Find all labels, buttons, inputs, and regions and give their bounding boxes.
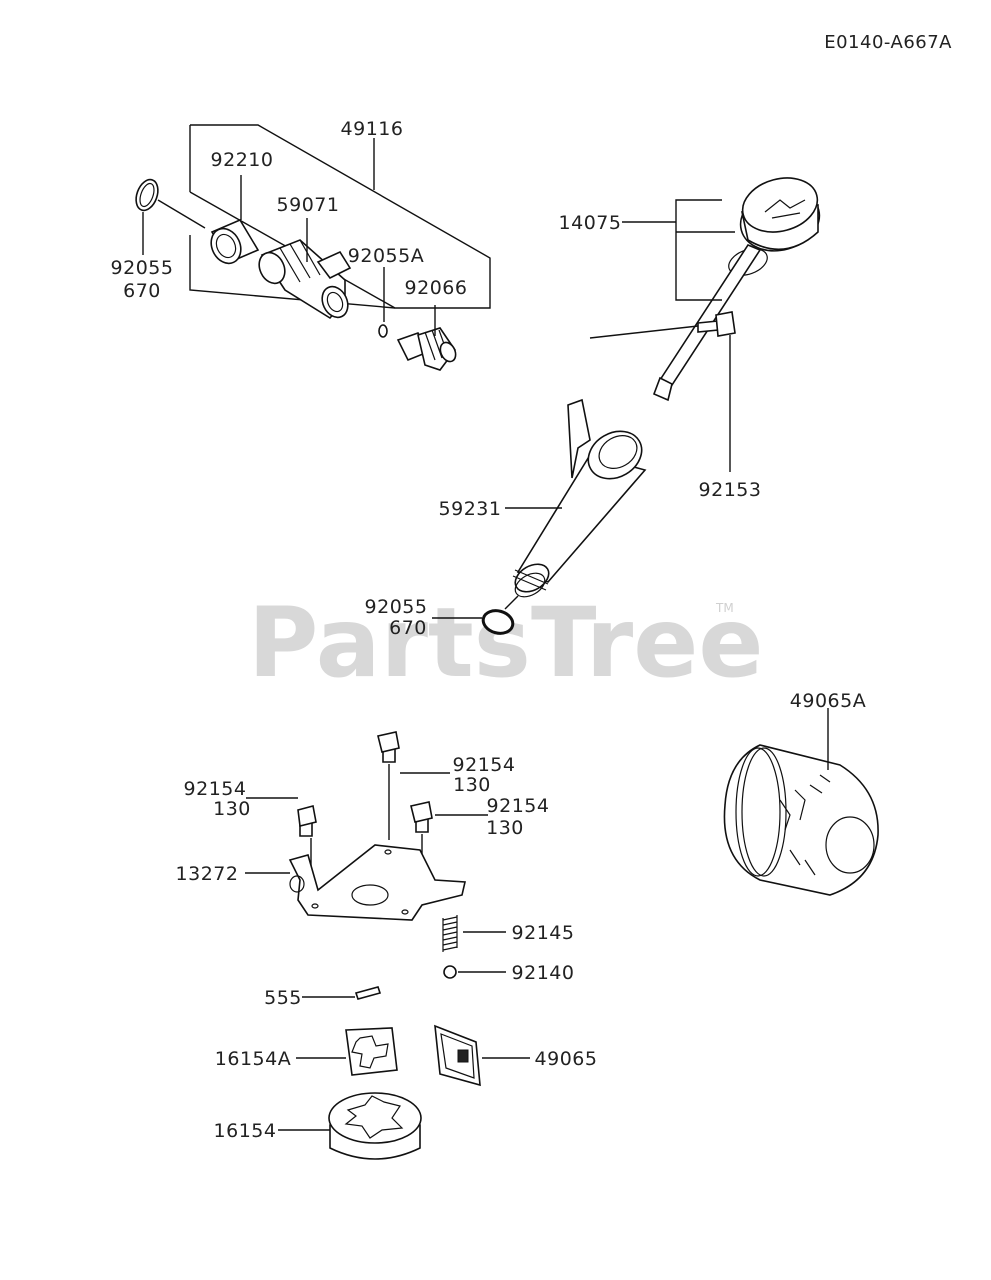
bolt-92154-a: 92154 130 xyxy=(184,778,317,868)
dipstick-blade xyxy=(658,244,762,386)
outer-rotor-16154: 16154 xyxy=(214,1092,422,1160)
pin-555: 555 xyxy=(264,986,382,1009)
watermark: PartsTree TM xyxy=(248,587,763,699)
label-92066: 92066 xyxy=(405,277,468,299)
watermark-text: PartsTree xyxy=(248,587,763,699)
o-ring-92055-top xyxy=(135,178,159,212)
dipstick-14075: 14075 xyxy=(559,177,821,402)
label-49065: 49065 xyxy=(535,1048,598,1070)
label-92055A: 92055A xyxy=(348,245,424,267)
label-59231: 59231 xyxy=(439,498,502,520)
fitting-92210 xyxy=(210,218,260,265)
oil-filter-49065A: 49065A xyxy=(723,690,879,896)
o-ring-92055-mid: 92055 670 xyxy=(365,595,519,639)
label-92154-b-1: 92154 xyxy=(453,754,516,776)
label-92055-mid-1: 92055 xyxy=(365,596,428,618)
tee-59071 xyxy=(258,239,352,320)
spring-92145: 92145 xyxy=(442,915,575,952)
bolt-92154-c: 92154 130 xyxy=(410,795,550,862)
watermark-tm: TM xyxy=(715,601,734,615)
label-92055-mid-2: 670 xyxy=(389,617,427,639)
label-16154: 16154 xyxy=(214,1120,277,1142)
plate-13272: 13272 xyxy=(176,844,466,921)
bolt-92153: 92153 xyxy=(589,311,762,501)
label-92154-c-1: 92154 xyxy=(487,795,550,817)
bolt-92154-b: 92154 130 xyxy=(377,731,516,840)
fill-tube-59231: 59231 xyxy=(439,398,647,598)
label-92055-top-1: 92055 xyxy=(111,257,174,279)
oil-cap xyxy=(739,177,821,252)
label-92154-a-1: 92154 xyxy=(184,778,247,800)
diagram-code: E0140-A667A xyxy=(824,32,952,53)
valve-92066 xyxy=(396,327,457,371)
label-59071: 59071 xyxy=(277,194,340,216)
label-14075: 14075 xyxy=(559,212,622,234)
label-92055-top-2: 670 xyxy=(123,280,161,302)
label-92154-c-2: 130 xyxy=(486,817,524,839)
label-555: 555 xyxy=(264,987,302,1009)
ball-92140: 92140 xyxy=(443,962,575,984)
o-ring-92055A xyxy=(378,324,388,338)
label-92140: 92140 xyxy=(512,962,575,984)
label-49065A: 49065A xyxy=(790,690,866,712)
label-49116: 49116 xyxy=(341,118,404,140)
label-92153: 92153 xyxy=(699,479,762,501)
label-16154A: 16154A xyxy=(215,1048,291,1070)
inner-rotor-16154A: 16154A xyxy=(215,1027,398,1076)
assembly-49116: 49116 92055 670 92210 59071 92055 xyxy=(111,118,491,371)
screen-49065: 49065 xyxy=(434,1024,598,1087)
label-92145: 92145 xyxy=(512,922,575,944)
label-92154-b-2: 130 xyxy=(453,774,491,796)
label-92154-a-2: 130 xyxy=(213,798,251,820)
label-92210: 92210 xyxy=(211,149,274,171)
label-13272: 13272 xyxy=(176,863,239,885)
